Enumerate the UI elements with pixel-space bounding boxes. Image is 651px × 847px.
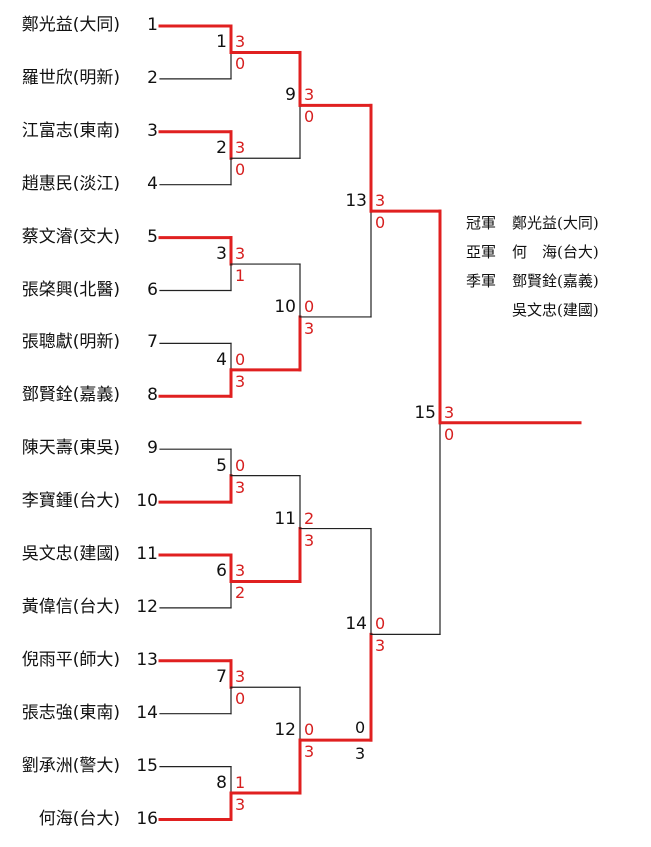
match-number: 3	[216, 244, 227, 265]
match-score-top: 3	[235, 561, 246, 581]
player-name: 劉承洲(警大)	[21, 755, 120, 776]
match-score-top: 3	[235, 667, 246, 687]
match-number: 1	[216, 32, 227, 53]
match-number: 7	[216, 667, 227, 688]
match-score-top: 0	[304, 296, 315, 316]
match-number: 2	[216, 138, 227, 159]
match-score-bottom: 0	[235, 54, 246, 74]
match-number: 6	[216, 561, 227, 582]
player-name: 張棨興(北醫)	[21, 279, 120, 300]
match-score-bottom: 0	[235, 689, 246, 709]
result-name: 鄧賢銓(嘉義)	[512, 272, 599, 290]
match-number: 11	[274, 508, 296, 529]
player-name: 鄧賢銓(嘉義)	[21, 385, 120, 406]
player-seed: 16	[136, 808, 158, 829]
match-score-bottom: 3	[375, 636, 386, 656]
match-score-bottom: 0	[375, 213, 386, 233]
result-row: 吳文忠(建國)	[466, 303, 599, 332]
match-number: 9	[285, 85, 296, 106]
player-name: 陳天壽(東吳)	[21, 438, 120, 459]
result-row: 亞軍何 海(台大)	[466, 245, 599, 274]
match-score-bottom: 3	[235, 371, 246, 391]
match-score-top: 0	[235, 455, 246, 475]
match-score-bottom: 0	[444, 424, 455, 444]
player-seed: 13	[136, 649, 158, 670]
match-number: 8	[216, 773, 227, 794]
player-name: 李寶鍾(台大)	[21, 491, 120, 512]
match-number: 12	[274, 720, 296, 741]
match-score-bottom: 2	[235, 583, 246, 603]
player-name: 鄭光益(大同)	[21, 15, 120, 35]
match-score-top: 3	[375, 191, 386, 211]
player-seed: 6	[147, 279, 158, 300]
match-score-top: 3	[235, 244, 246, 264]
player-seed: 9	[147, 438, 158, 459]
player-seed: 2	[147, 67, 158, 88]
extra-mark: 0	[355, 718, 366, 738]
match-number: 5	[216, 455, 227, 476]
result-title: 冠軍	[466, 214, 497, 232]
player-name: 江富志(東南)	[21, 120, 120, 141]
result-name: 何 海(台大)	[512, 243, 599, 261]
match-score-bottom: 0	[235, 160, 246, 180]
match-score-top: 3	[444, 402, 455, 422]
player-seed: 14	[136, 702, 158, 723]
match-score-top: 0	[235, 349, 246, 369]
match-score-top: 0	[304, 720, 315, 740]
player-name: 趙惠民(淡江)	[21, 173, 120, 194]
match-number: 14	[345, 614, 367, 635]
player-seed: 5	[147, 226, 158, 247]
results-panel: 冠軍鄭光益(大同) 亞軍何 海(台大) 季軍鄧賢銓(嘉義) 吳文忠(建國)	[466, 216, 599, 332]
player-seed: 1	[147, 15, 158, 35]
match-score-top: 3	[304, 85, 315, 105]
match-number: 15	[414, 402, 436, 423]
match-score-top: 3	[235, 32, 246, 52]
match-score-bottom: 0	[304, 107, 315, 127]
player-seed: 15	[136, 755, 158, 776]
match-score-bottom: 3	[304, 742, 315, 762]
extra-mark: 3	[355, 744, 366, 764]
match-score-top: 3	[235, 138, 246, 158]
player-seed: 7	[147, 332, 158, 353]
player-name: 黃偉信(台大)	[21, 596, 120, 617]
player-seed: 3	[147, 120, 158, 141]
player-name: 羅世欣(明新)	[21, 67, 120, 88]
match-number: 10	[274, 296, 296, 317]
player-name: 何海(台大)	[38, 808, 120, 829]
player-name: 張志強(東南)	[21, 702, 120, 723]
result-row: 季軍鄧賢銓(嘉義)	[466, 274, 599, 303]
match-score-top: 2	[304, 508, 315, 528]
player-seed: 12	[136, 596, 158, 617]
player-seed: 11	[136, 544, 158, 564]
match-score-top: 0	[375, 614, 386, 634]
result-name: 鄭光益(大同)	[512, 214, 599, 232]
match-score-bottom: 3	[235, 477, 246, 497]
result-name: 吳文忠(建國)	[512, 301, 599, 319]
player-name: 張聰獻(明新)	[21, 332, 120, 353]
match-score-bottom: 1	[235, 266, 246, 286]
result-title: 季軍	[466, 272, 497, 290]
player-name: 倪雨平(師大)	[21, 649, 120, 670]
player-seed: 8	[147, 385, 158, 406]
player-name: 蔡文濬(交大)	[21, 226, 120, 247]
result-title: 亞軍	[466, 243, 497, 261]
match-score-bottom: 3	[235, 795, 246, 815]
player-name: 吳文忠(建國)	[21, 544, 120, 564]
result-row: 冠軍鄭光益(大同)	[466, 216, 599, 245]
match-number: 4	[216, 349, 227, 370]
match-score-bottom: 3	[304, 318, 315, 338]
player-seed: 4	[147, 173, 158, 194]
match-score-top: 1	[235, 773, 246, 793]
match-number: 13	[345, 191, 367, 212]
match-score-bottom: 3	[304, 530, 315, 550]
player-seed: 10	[136, 491, 158, 512]
